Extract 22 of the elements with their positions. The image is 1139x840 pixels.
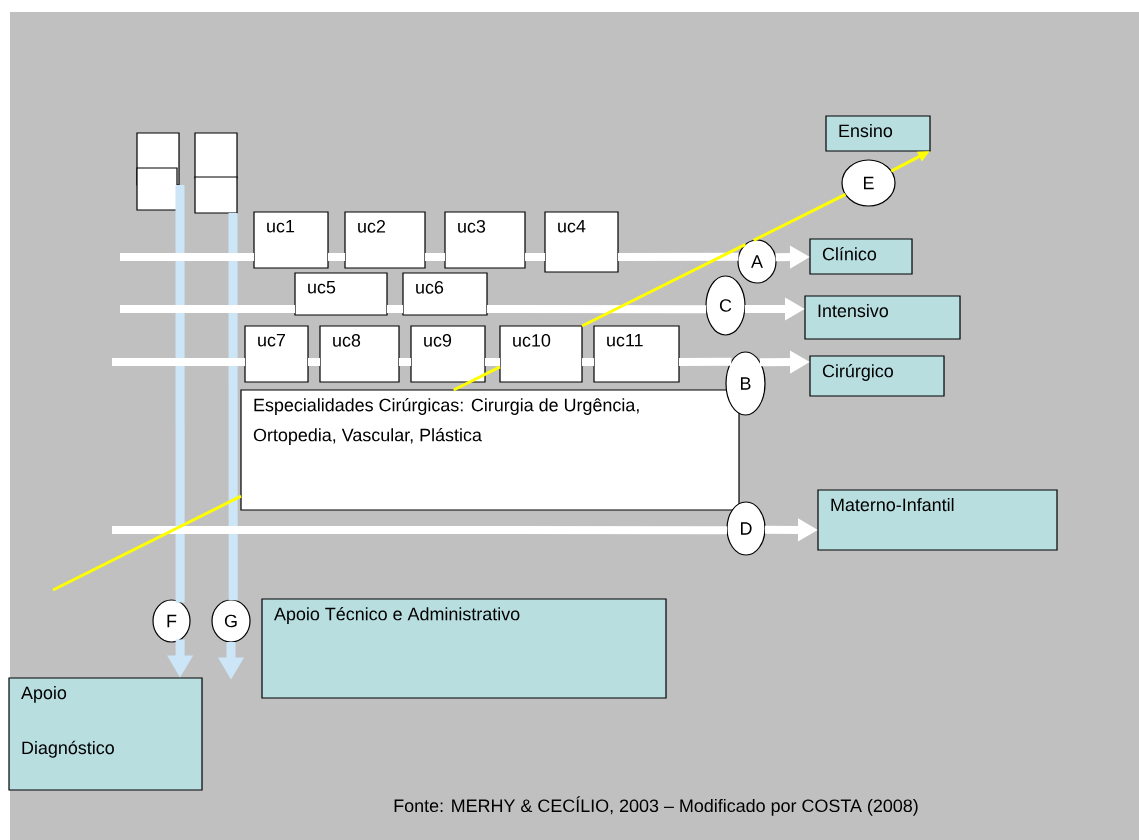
unit-box: uc3 (444, 211, 526, 269)
arrow (51, 192, 848, 592)
unit-box: uc4 (544, 211, 619, 273)
category-box: Ensino (825, 115, 931, 152)
category-box: Materno-Infantil (817, 489, 1058, 551)
category-box: Intensivo (804, 295, 961, 340)
unit-box: uc8 (319, 325, 400, 383)
unit-box: uc9 (410, 325, 486, 383)
caption: Fonte: MERHY & CECÍLIO, 2003 – Modificado por COSTA (2008) (394, 796, 918, 816)
unit-box: uc2 (344, 211, 426, 269)
category-box: Apoio Diagnóstico (8, 677, 203, 791)
unit-box: uc11 (593, 325, 680, 383)
unit-box: uc7 (244, 325, 309, 383)
unit-box: uc6 (402, 272, 488, 316)
category-box: Clínico (809, 238, 913, 275)
unit-box: uc1 (253, 211, 329, 269)
text-box: Especialidades Cirúrgicas: Cirurgia de Urgência, Ortopedia, Vascular, Plástica (240, 389, 740, 511)
unit-box: uc10 (499, 325, 583, 383)
category-box: Apoio Técnico e Administrativo (261, 598, 667, 699)
empty-box (194, 176, 238, 214)
category-box: Cirúrgico (809, 355, 945, 397)
unit-box: uc5 (294, 272, 388, 316)
